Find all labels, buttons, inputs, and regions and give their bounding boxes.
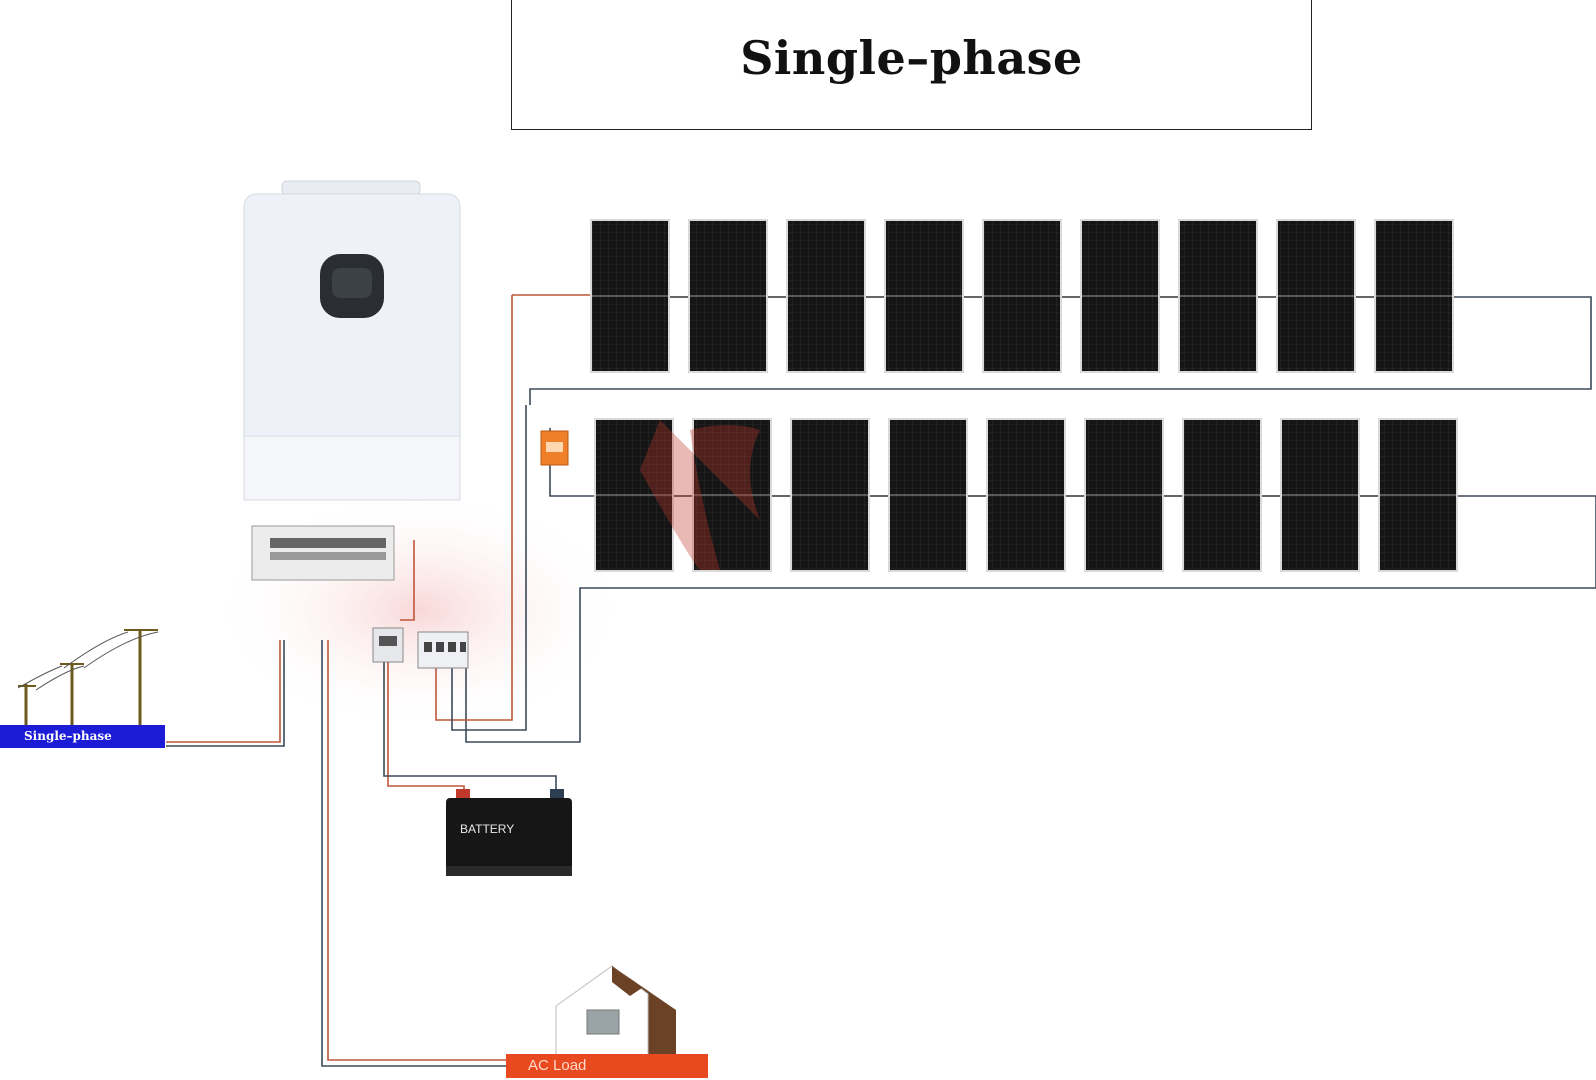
solar-panel xyxy=(884,219,982,373)
solar-panel xyxy=(982,219,1080,373)
solar-panel xyxy=(888,418,986,572)
inverter-terminals xyxy=(251,525,395,581)
solar-panel xyxy=(1276,219,1374,373)
solar-panel xyxy=(986,418,1084,572)
panel-tint-artifact xyxy=(640,420,760,570)
ac-load-label: AC Load xyxy=(506,1054,708,1078)
solar-panel xyxy=(1178,219,1276,373)
solar-panel xyxy=(692,418,790,572)
solar-panel xyxy=(1084,418,1182,572)
solar-panel xyxy=(688,219,786,373)
solar-panel xyxy=(1182,418,1280,572)
pv-breaker xyxy=(417,631,469,669)
grid-wire-l xyxy=(166,640,281,743)
ac-wire-n xyxy=(321,640,506,1067)
title-box: Single–phase xyxy=(511,0,1312,130)
battery-label: BATTERY xyxy=(460,822,515,836)
dc-breaker xyxy=(372,627,404,663)
solar-panel xyxy=(786,219,884,373)
solar-panel xyxy=(590,219,688,373)
pv-wire-to-breaker xyxy=(435,400,513,721)
solar-panel xyxy=(1378,418,1458,572)
grid-label: Single–phase xyxy=(0,725,165,748)
solar-panel xyxy=(1374,219,1454,373)
inverter xyxy=(243,180,461,501)
battery-wire-negative xyxy=(383,660,557,796)
page-title: Single–phase xyxy=(740,31,1083,85)
surge-protector xyxy=(540,430,569,466)
ac-wire-l xyxy=(327,640,506,1061)
wiring xyxy=(166,294,1596,1067)
grid-wire-n xyxy=(166,640,285,747)
solar-panel xyxy=(790,418,888,572)
solar-panel xyxy=(1080,219,1178,373)
pv-wire-return-top xyxy=(529,296,1592,405)
solar-panel xyxy=(1280,418,1378,572)
solar-panel xyxy=(594,418,692,572)
utility-poles xyxy=(17,629,159,725)
dc-wire xyxy=(400,540,415,621)
house-icon xyxy=(555,965,676,1061)
solar-array xyxy=(590,219,1458,572)
battery xyxy=(446,789,572,876)
pv-wire-to-breaker-neg xyxy=(451,405,527,731)
pv-wire-return-bottom xyxy=(465,495,1596,743)
